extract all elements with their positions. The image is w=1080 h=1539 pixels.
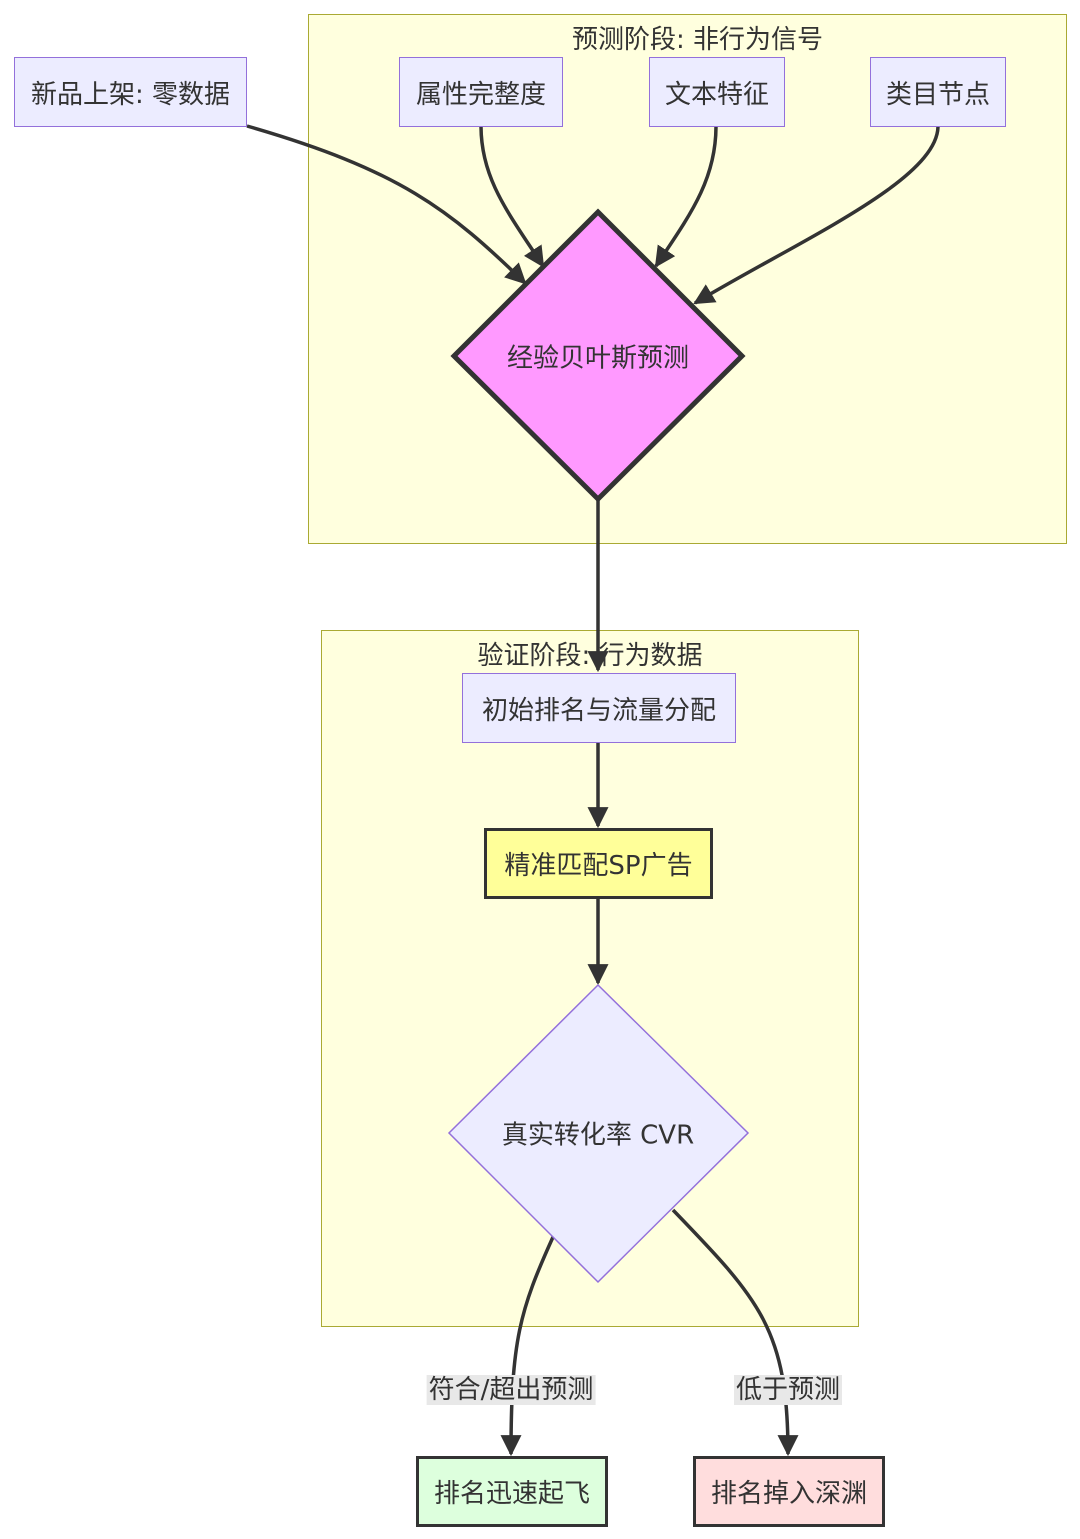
edge-new-to-bayes	[246, 124, 527, 285]
node-takeoff: 排名迅速起飞	[416, 1456, 608, 1527]
edge-cvr-to-abyss	[671, 1208, 799, 1457]
cvr-diamond	[447, 983, 750, 1284]
node-new-listing: 新品上架: 零数据	[14, 57, 247, 127]
edge-category-to-bayes	[693, 125, 940, 305]
node-cvr-label: 真实转化率 CVR	[501, 1120, 695, 1151]
node-bayes-label: 经验贝叶斯预测	[506, 343, 690, 374]
cluster-prediction-title: 预测阶段: 非行为信号	[571, 25, 824, 55]
node-attributes: 属性完整度	[399, 57, 563, 127]
node-category: 类目节点	[870, 57, 1006, 127]
node-abyss: 排名掉入深渊	[693, 1456, 885, 1527]
edge-cvr-to-takeoff	[500, 1236, 555, 1457]
node-sp-ads: 精准匹配SP广告	[484, 828, 713, 899]
edge-label-below: 低于预测	[733, 1375, 843, 1405]
node-text-features: 文本特征	[649, 57, 785, 127]
edge-label-meets: 符合/超出预测	[426, 1375, 596, 1405]
edge-text-to-bayes	[654, 125, 718, 268]
bayes-diamond	[450, 208, 746, 503]
edge-attributes-to-bayes	[479, 125, 545, 268]
node-initial-rank: 初始排名与流量分配	[462, 673, 736, 743]
